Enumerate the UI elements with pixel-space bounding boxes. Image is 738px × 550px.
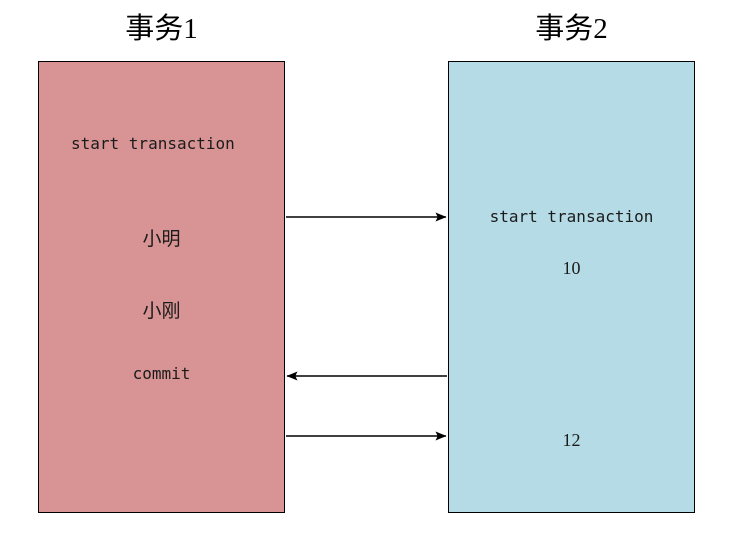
column-title-transaction-2: 事务2	[535, 13, 608, 45]
transaction-1-start-statement: start transaction	[71, 134, 235, 153]
transaction-2-value-first: 10	[562, 258, 581, 278]
transaction-2-box	[448, 61, 695, 513]
transaction-2-start-statement: start transaction	[489, 207, 654, 226]
column-title-transaction-1: 事务1	[125, 13, 198, 45]
transaction-1-name-1: 小明	[142, 229, 181, 250]
transaction-2-value-second: 12	[562, 430, 581, 450]
transaction-1-names-block: 小明 小刚	[38, 180, 285, 372]
transaction-1-box	[38, 61, 285, 513]
transaction-1-commit-statement: commit	[132, 364, 191, 383]
transaction-1-name-2: 小刚	[142, 301, 181, 322]
